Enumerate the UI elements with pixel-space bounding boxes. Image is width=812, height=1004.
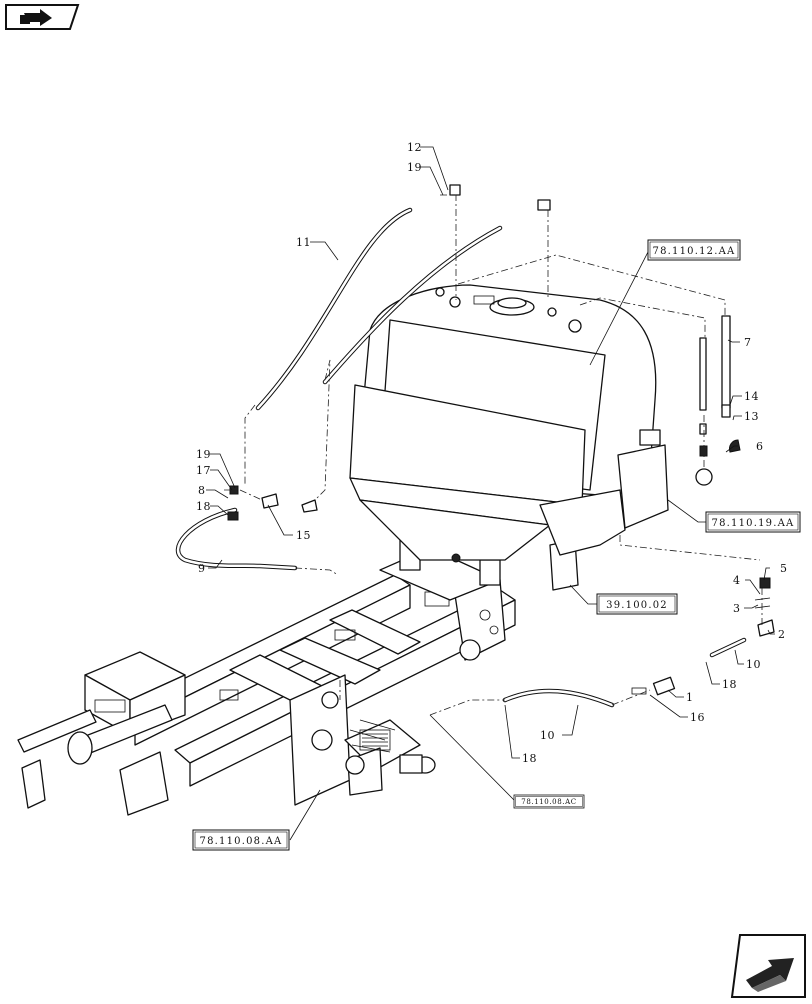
ref-label: 78.110.08.AC bbox=[521, 798, 576, 806]
callout-9: 9 bbox=[198, 562, 206, 575]
ref-label: 78.110.12.AA bbox=[653, 246, 736, 257]
hose-10-lower bbox=[502, 688, 615, 708]
chassis-frame bbox=[17, 539, 579, 816]
leader-lines bbox=[206, 146, 775, 841]
ref-box-78-110-19-aa[interactable]: 78.110.19.AA bbox=[705, 511, 801, 533]
connector-lines bbox=[224, 194, 763, 716]
small-fittings bbox=[227, 184, 775, 696]
ref-box-78-110-12-aa[interactable]: 78.110.12.AA bbox=[647, 239, 741, 261]
callout-19: 19 bbox=[196, 448, 211, 461]
callout-16: 16 bbox=[690, 711, 705, 724]
ref-box-39-100-02[interactable]: 39.100.02 bbox=[596, 593, 678, 615]
next-page-icon[interactable] bbox=[730, 934, 806, 998]
water-tank bbox=[349, 284, 669, 563]
callout-17: 17 bbox=[196, 464, 211, 477]
ref-label: 39.100.02 bbox=[606, 600, 668, 611]
callout-4: 4 bbox=[733, 574, 741, 587]
hose-10-upper bbox=[709, 637, 747, 658]
callout-8: 8 bbox=[198, 484, 206, 497]
callout-11: 11 bbox=[296, 236, 311, 249]
hose-9 bbox=[175, 507, 298, 571]
ref-label: 78.110.08.AA bbox=[200, 836, 283, 847]
callout-14: 14 bbox=[744, 390, 759, 403]
callout-10: 10 bbox=[540, 729, 555, 742]
callout-10: 10 bbox=[746, 658, 761, 671]
callout-7: 7 bbox=[744, 336, 752, 349]
hose-11 bbox=[255, 207, 413, 411]
ref-box-78-110-08-aa[interactable]: 78.110.08.AA bbox=[192, 829, 290, 851]
callout-1: 1 bbox=[686, 691, 694, 704]
callout-15: 15 bbox=[296, 529, 311, 542]
hose-upper bbox=[322, 225, 503, 385]
callout-3: 3 bbox=[733, 602, 741, 615]
callout-13: 13 bbox=[744, 410, 759, 423]
ref-box-78-110-08-ac[interactable]: 78.110.08.AC bbox=[513, 794, 585, 809]
callout-6: 6 bbox=[756, 440, 764, 453]
ref-label: 78.110.19.AA bbox=[712, 518, 795, 529]
callout-labels: 12 19 11 7 14 13 6 19 17 8 18 15 9 5 4 3… bbox=[196, 141, 788, 765]
callout-5: 5 bbox=[780, 562, 788, 575]
previous-page-icon[interactable] bbox=[5, 4, 80, 30]
callout-19: 19 bbox=[407, 161, 422, 174]
callout-12: 12 bbox=[407, 141, 422, 154]
tube-7 bbox=[699, 315, 731, 411]
callout-18: 18 bbox=[722, 678, 737, 691]
callout-2: 2 bbox=[778, 628, 786, 641]
callout-18: 18 bbox=[196, 500, 211, 513]
callout-18: 18 bbox=[522, 752, 537, 765]
